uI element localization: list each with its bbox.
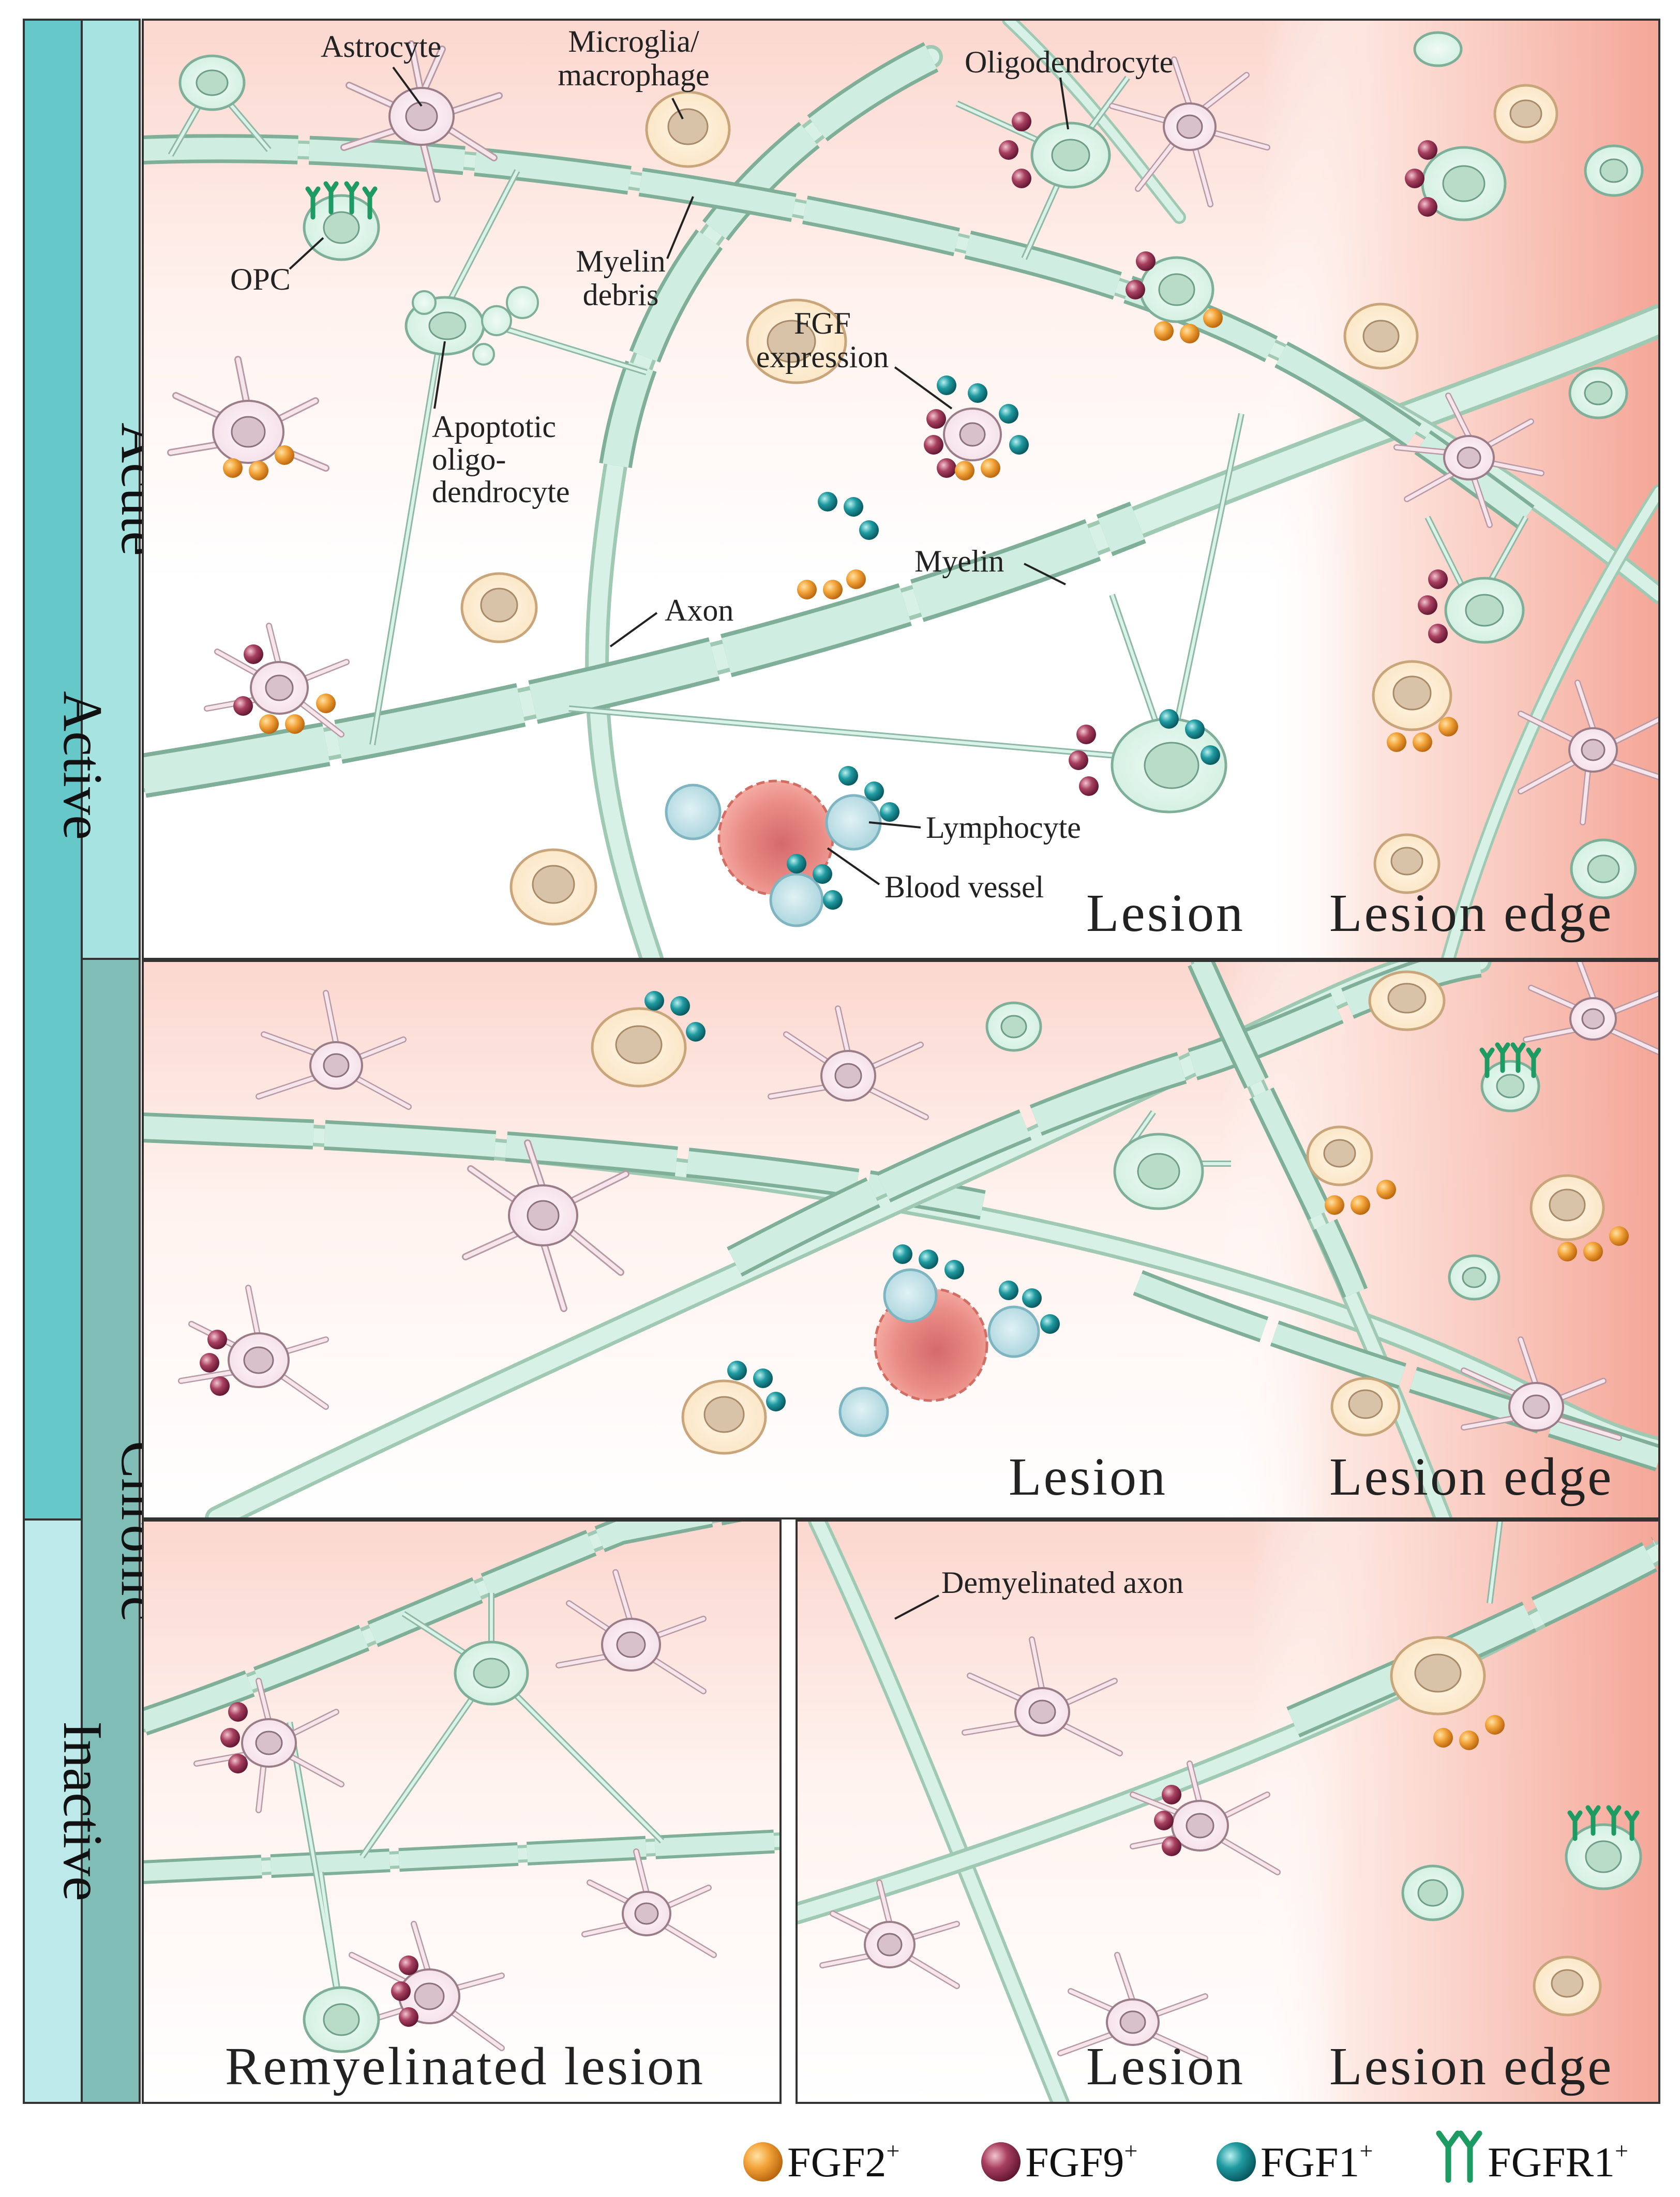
callout-myelin-debris-1: Myelin [576, 244, 665, 278]
fgf1-swatch [1217, 2142, 1256, 2181]
legend-fgf9: FGF9+ [981, 2138, 1137, 2186]
chronic-fgf-markers [200, 991, 1629, 1411]
remyelinated-fgf-markers [220, 1702, 418, 2027]
remyelinated-lesion-label: Remyelinated lesion [225, 2037, 705, 2096]
acute-axons [143, 20, 1659, 959]
legend-fgfr1-sup: + [1615, 2138, 1628, 2164]
legend-fgf2-sup: + [886, 2138, 899, 2164]
oligodendrocyte [303, 1641, 529, 2053]
astrocyte [167, 356, 329, 472]
legend-fgfr1-label: FGFR1 [1488, 2139, 1615, 2186]
legend-fgf2: FGF2+ [743, 2138, 899, 2186]
oligodendrocyte [985, 1001, 1540, 1301]
inactive-axons [797, 1521, 1659, 2103]
inactive-lesion-panel: Demyelinated axon Lesion Lesion edge [796, 1519, 1660, 2104]
inactive-lesion-label: Lesion [1086, 2037, 1245, 2096]
fgfr1-receptor-icon [1436, 2130, 1482, 2183]
astrocyte [581, 1848, 717, 1958]
legend-fgf9-sup: + [1124, 2138, 1137, 2164]
astrocyte [462, 1139, 629, 1312]
callout-myelin-debris-2: debris [583, 278, 659, 312]
fgf9-swatch [981, 2142, 1021, 2181]
inactive-label: Inactive [52, 1721, 113, 1901]
active-bar [23, 19, 83, 1521]
callout-oligodendrocyte: Oligodendrocyte [965, 45, 1173, 79]
svg-text:FGF1+: FGF1+ [1261, 2138, 1373, 2186]
legend-fgf1: FGF1+ [1217, 2138, 1373, 2186]
chronic-lesion-edge-label: Lesion edge [1329, 1447, 1613, 1507]
demyelinated-axon-leader [894, 1594, 939, 1620]
legend: FGF2+ FGF9+ FGF1+ FGFR1+ [743, 2130, 1628, 2186]
callout-apoptotic-1: Apoptotic [432, 410, 556, 444]
astrocyte [1461, 1336, 1622, 1441]
callout-fgf-expression-2: expression [756, 340, 889, 374]
acute-bar [81, 19, 141, 960]
chronic-panel: Lesion Lesion edge [142, 960, 1660, 1519]
astrocyte [178, 1285, 329, 1410]
inactive-fgf-markers [1154, 1715, 1640, 1856]
astrocyte [1109, 56, 1270, 207]
lymphocytes [838, 1268, 1040, 1437]
microglia [591, 970, 1605, 1455]
fgf2-swatch [743, 2142, 783, 2181]
inactive-cells [819, 1636, 1642, 2061]
legend-fgf2-label: FGF2 [787, 2139, 886, 2186]
astrocyte [1523, 961, 1659, 1056]
astrocyte [340, 40, 503, 203]
active-label: Active [52, 691, 113, 840]
callout-apoptotic-2: oligo- [432, 442, 506, 476]
chronic-cells [178, 961, 1659, 1455]
inactive-lesion-edge-label: Lesion edge [1329, 2037, 1613, 2096]
callout-opc: OPC [230, 262, 291, 296]
astrocyte [193, 1678, 344, 1813]
chronic-lesion-label: Lesion [1009, 1447, 1167, 1507]
acute-callouts: Astrocyte Microglia/ macrophage Oligoden… [230, 24, 1173, 904]
callout-lymphocyte: Lymphocyte [926, 810, 1081, 845]
legend-fgf1-label: FGF1 [1261, 2139, 1359, 2186]
callout-apoptotic-3: dendrocyte [432, 475, 570, 509]
astrocyte [556, 1569, 707, 1694]
apoptotic-oligodendrocyte [404, 286, 539, 366]
svg-text:FGFR1+: FGFR1+ [1488, 2138, 1628, 2186]
astrocyte [768, 1005, 929, 1120]
astrocyte [1393, 393, 1544, 528]
opc [303, 194, 380, 261]
astrocyte [204, 623, 350, 738]
callout-microglia-1: Microglia/ [568, 24, 699, 58]
chronic-bar [81, 958, 141, 2104]
astrocyte [962, 1636, 1123, 1756]
callout-myelin: Myelin [914, 544, 1004, 578]
legend-fgfr1: FGFR1+ [1436, 2130, 1628, 2186]
acute-fgf-markers [223, 112, 1458, 910]
remyelinated-panel: Remyelinated lesion [142, 1519, 782, 2104]
acute-leader-lines [289, 66, 1069, 885]
oligodendrocyte [1401, 1823, 1642, 1921]
callout-axon: Axon [665, 593, 733, 627]
callout-blood-vessel: Blood vessel [884, 870, 1044, 904]
remyelinated-axons [143, 1521, 781, 2018]
acute-panel: Astrocyte Microglia/ macrophage Oligoden… [142, 19, 1660, 960]
legend-fgf9-label: FGF9 [1025, 2139, 1124, 2186]
callout-microglia-2: macrophage [558, 58, 709, 92]
acute-lesion-edge-label: Lesion edge [1329, 883, 1613, 943]
callout-astrocyte: Astrocyte [321, 29, 441, 64]
microglia [1390, 1636, 1602, 2017]
callout-fgf-expression-1: FGF [794, 306, 851, 340]
microglia [460, 84, 1558, 926]
astrocyte [1057, 1952, 1208, 2061]
astrocyte [1130, 1760, 1281, 1875]
astrocyte [1518, 680, 1659, 825]
acute-cells [167, 31, 1659, 927]
svg-text:FGF9+: FGF9+ [1025, 2138, 1137, 2186]
astrocyte [256, 990, 412, 1110]
legend-fgf1-sup: + [1359, 2138, 1373, 2164]
astrocyte [819, 1879, 960, 1989]
inactive-bar [23, 1518, 83, 2104]
callout-demyelinated-axon: Demyelinated axon [941, 1566, 1183, 1600]
oligodendrocyte [178, 31, 1644, 899]
acute-lesion-label: Lesion [1086, 883, 1245, 943]
svg-text:FGF2+: FGF2+ [787, 2138, 899, 2186]
lymphocytes [665, 784, 882, 927]
